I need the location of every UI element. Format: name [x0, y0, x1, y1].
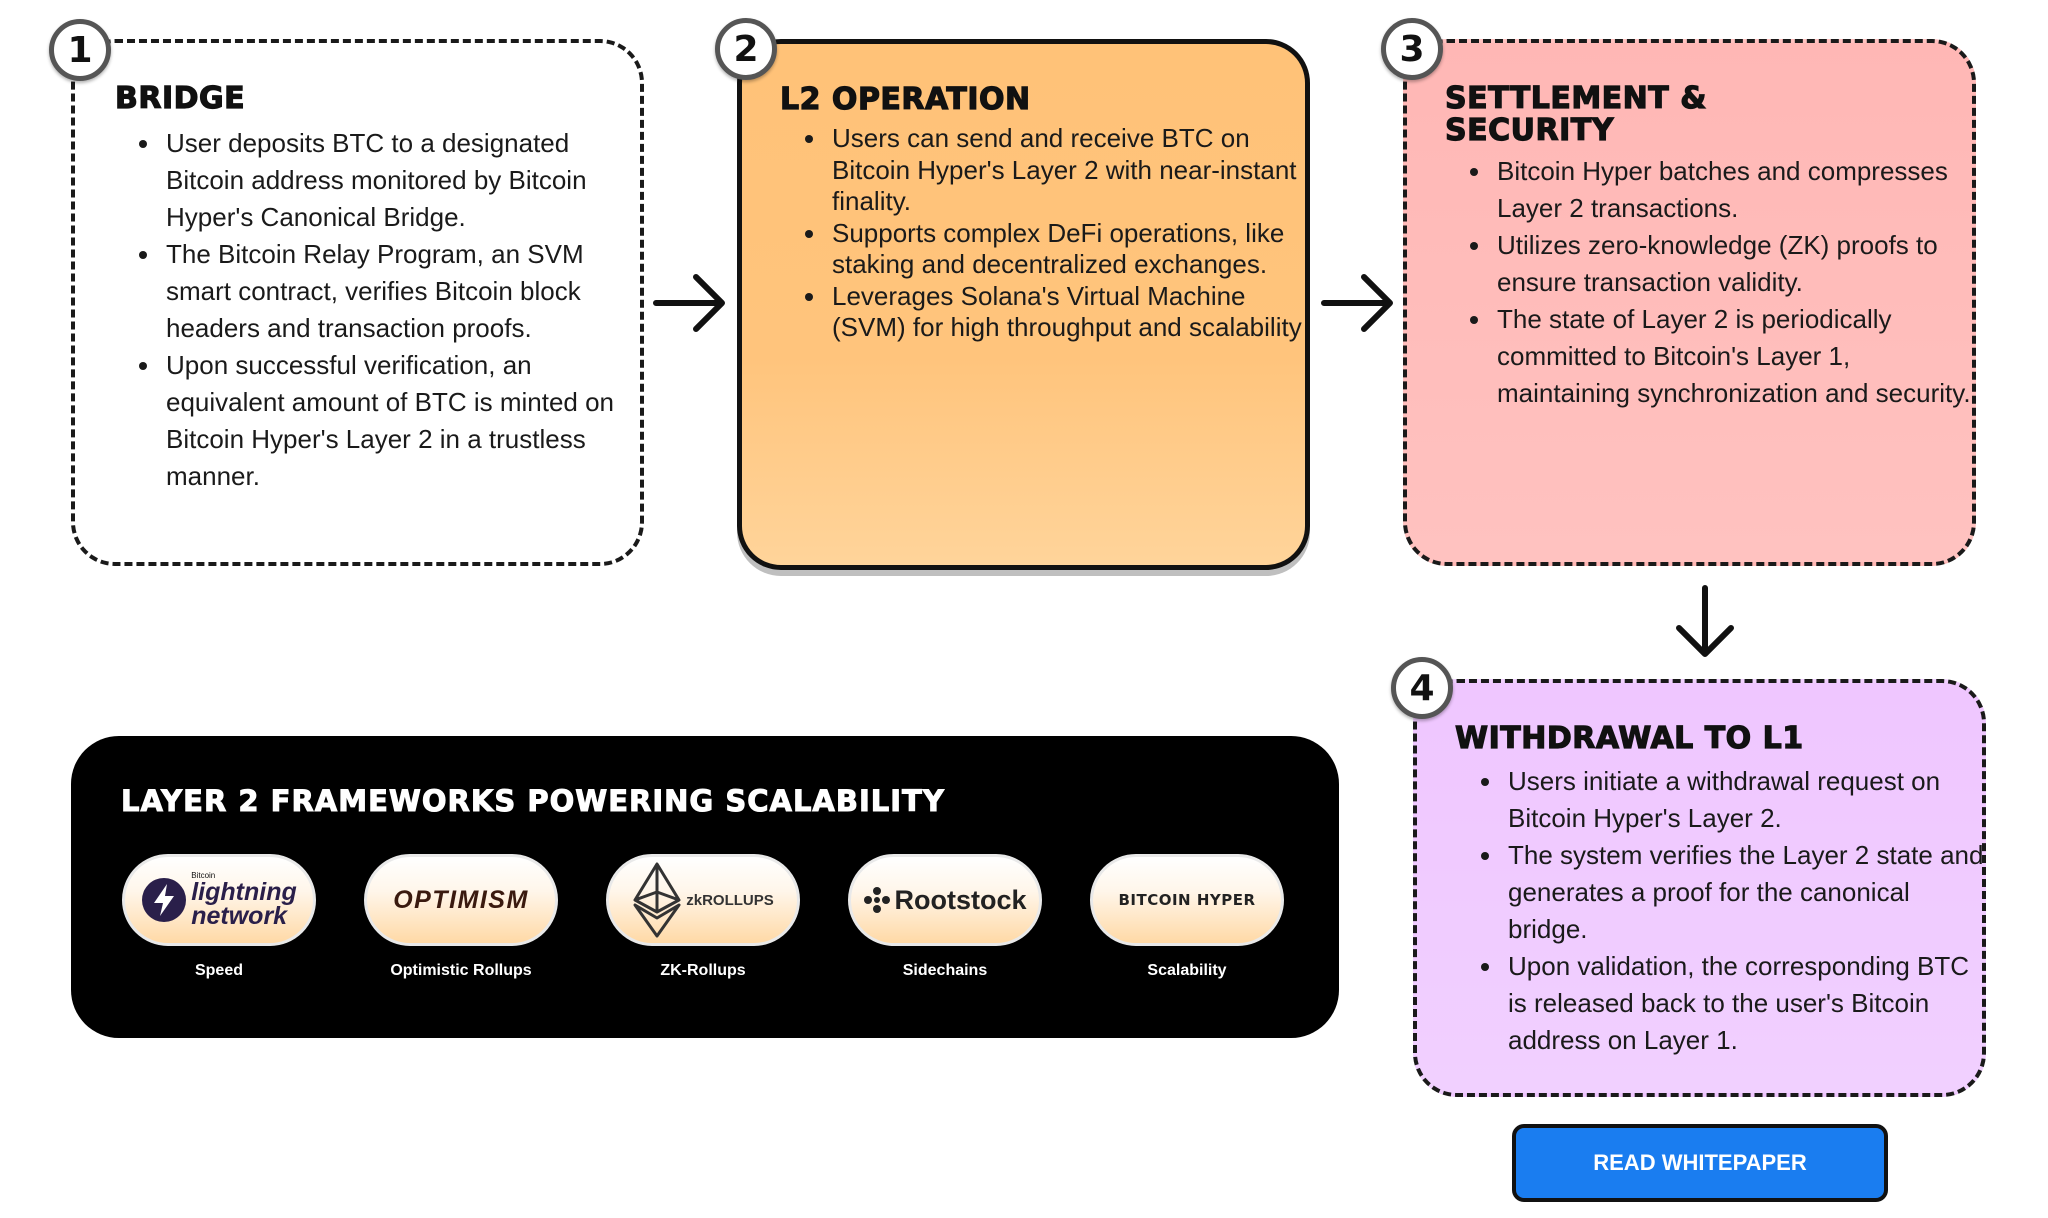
step-title: L2 OPERATION — [779, 82, 1031, 117]
framework-item-bitcoin-hyper: BITCOIN HYPER Scalability — [1090, 854, 1284, 980]
lightning-logo-line2: network — [191, 902, 288, 930]
framework-item-rootstock: Rootstock Sidechains — [848, 854, 1042, 980]
optimism-logo: OPTIMISM — [364, 854, 558, 946]
framework-label: Scalability — [1147, 962, 1227, 979]
list-item: User deposits BTC to a designated Bitcoi… — [162, 125, 652, 236]
step-bullet-list: Users initiate a withdrawal request on B… — [1472, 763, 1994, 1059]
ethereum-diamond-icon — [633, 862, 681, 938]
step-card-withdrawal: WITHDRAWAL TO L1 Users initiate a withdr… — [1413, 679, 1986, 1097]
lightning-network-logo: Bitcoin lightning network — [122, 854, 316, 946]
step-card-l2-operation: L2 OPERATION Users can send and receive … — [737, 39, 1310, 570]
list-item: Upon successful verification, an equival… — [162, 347, 652, 495]
list-item: Utilizes zero-knowledge (ZK) proofs to e… — [1493, 227, 1983, 301]
list-item: The Bitcoin Relay Program, an SVM smart … — [162, 236, 652, 347]
read-whitepaper-button[interactable]: READ WHITEPAPER — [1512, 1124, 1888, 1202]
framework-label: Speed — [194, 962, 243, 979]
zkrollups-logo: zkROLLUPS — [606, 854, 800, 946]
step-bullet-list: Bitcoin Hyper batches and compresses Lay… — [1461, 153, 1983, 412]
arrow-right-icon — [1321, 274, 1393, 332]
list-item: Upon validation, the corresponding BTC i… — [1504, 948, 1994, 1059]
step-title: SETTLEMENT & SECURITY — [1444, 81, 1707, 148]
framework-item-zkrollups: zkROLLUPS ZK-Rollups — [606, 854, 800, 980]
list-item: Bitcoin Hyper batches and compresses Lay… — [1493, 153, 1983, 227]
framework-label: ZK-Rollups — [660, 962, 746, 979]
step-number-badge: 4 — [1391, 657, 1453, 719]
list-item: Supports complex DeFi operations, like s… — [828, 218, 1318, 281]
frameworks-title: LAYER 2 FRAMEWORKS POWERING SCALABILITY — [121, 784, 945, 819]
rootstock-icon — [864, 887, 891, 913]
list-item: The state of Layer 2 is periodically com… — [1493, 301, 1983, 412]
step-bullet-list: User deposits BTC to a designated Bitcoi… — [130, 125, 652, 495]
list-item: Users can send and receive BTC on Bitcoi… — [828, 123, 1318, 218]
rootstock-logo: Rootstock — [848, 854, 1042, 946]
list-item: The system verifies the Layer 2 state an… — [1504, 837, 1994, 948]
step-bullet-list: Users can send and receive BTC on Bitcoi… — [796, 123, 1318, 344]
step-number-badge: 3 — [1381, 18, 1443, 80]
step-card-settlement-security: SETTLEMENT & SECURITY Bitcoin Hyper batc… — [1403, 39, 1976, 566]
arrow-down-icon — [1676, 585, 1734, 657]
list-item: Users initiate a withdrawal request on B… — [1504, 763, 1994, 837]
list-item: Leverages Solana's Virtual Machine (SVM)… — [828, 281, 1318, 344]
lightning-logo-line1: lightning — [191, 878, 297, 906]
step-card-bridge: BRIDGE User deposits BTC to a designated… — [71, 39, 644, 566]
bitcoin-hyper-logo: BITCOIN HYPER — [1090, 854, 1284, 946]
step-number-badge: 1 — [49, 19, 111, 81]
framework-item-lightning: Bitcoin lightning network Speed — [122, 854, 316, 980]
lightning-bolt-icon — [142, 878, 187, 922]
frameworks-panel: LAYER 2 FRAMEWORKS POWERING SCALABILITY … — [71, 736, 1339, 1038]
step-title: BRIDGE — [114, 81, 246, 116]
lightning-logo-small: Bitcoin — [191, 871, 216, 880]
framework-item-optimism: OPTIMISM Optimistic Rollups — [364, 854, 558, 980]
arrow-right-icon — [653, 274, 725, 332]
framework-label: Optimistic Rollups — [390, 962, 532, 979]
framework-label: Sidechains — [902, 962, 988, 979]
step-title: WITHDRAWAL TO L1 — [1454, 721, 1804, 756]
step-number-badge: 2 — [715, 18, 777, 80]
